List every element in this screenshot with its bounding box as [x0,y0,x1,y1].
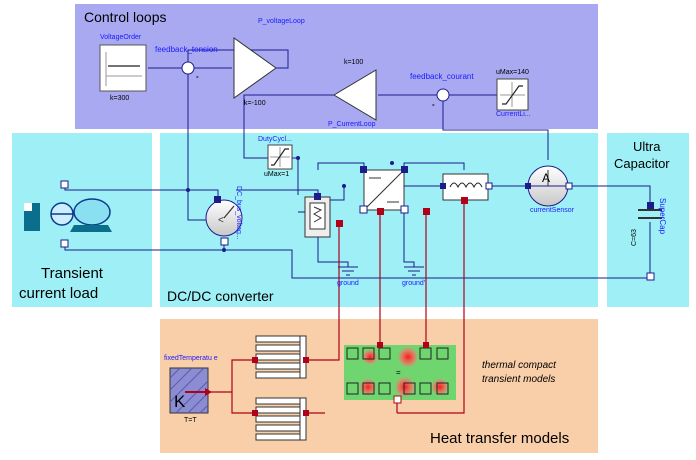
dcdc-converter-block[interactable] [359,166,430,215]
p-voltage-loop-param: k=-100 [244,100,266,107]
control-loops-title: Control loops [84,9,167,25]
ground-2-label: ground' [402,280,426,287]
dcdc-converter-title: DC/DC converter [167,288,274,304]
svg-text:<: < [218,215,224,226]
thermal-model-caption-line2: transient models [482,374,556,385]
transient-load-title-line2: current load [19,285,99,302]
feedback-courant-node[interactable] [436,88,450,102]
feedback-courant-label: feedback_courant [410,72,474,81]
supercap-label: SuperCap [658,198,667,235]
ground-symbol-1 [338,266,358,276]
feedback-tension-minus: - [196,72,199,81]
inductor-block[interactable] [440,173,493,204]
feedback-courant-minus: - [432,100,435,109]
current-limiter-param: uMax=140 [496,69,529,76]
dc-bus-voltage-label: DC_bus_voltag... [235,186,242,240]
junction-dots [186,156,394,252]
heat-sink-bottom[interactable] [255,397,307,441]
ultracapacitor-title-line2: Capacitor [614,156,670,171]
voltage-order-block[interactable] [99,44,147,92]
feedback-tension-label: feedback_tension [155,45,218,54]
ultracapacitor-title-line1: Ultra [633,139,661,154]
chopper-switch-block[interactable] [304,193,343,238]
current-sensor-block[interactable] [525,165,573,207]
voltage-order-label: VoltageOrder [100,34,142,41]
thermal-compact-model-block[interactable] [344,345,456,404]
fixed-temperature-param: T=T [184,417,197,424]
current-sensor-label: currentSensor [530,207,574,214]
thermal-wires [210,200,465,414]
p-current-loop-block[interactable] [333,69,377,121]
voltage-order-param: k=300 [110,95,130,102]
supercap-param: C=63 [631,229,638,246]
thermal-model-caption-line1: thermal compact [482,360,556,371]
p-voltage-loop-label: P_voltageLoop [258,18,305,25]
duty-cycle-label: DutyCycl... [258,136,292,143]
transient-load-block[interactable] [24,180,112,248]
p-voltage-loop-block[interactable] [233,37,277,99]
supercap-block[interactable] [638,202,662,281]
heat-sink-top[interactable] [255,335,307,379]
transient-load-title-line1: Transient [41,265,103,282]
heat-ports [252,342,429,416]
duty-cycle-param: uMax=1 [264,171,290,178]
p-current-loop-param: k=100 [344,59,364,66]
current-limiter-label: CurrentLi... [496,111,531,118]
duty-cycle-limiter-block[interactable] [267,144,293,170]
dc-bus-voltmeter[interactable]: < [205,196,243,246]
ground-1-label: ground [337,280,359,287]
heat-transfer-title: Heat transfer models [430,430,570,447]
feedback-tension-node[interactable] [181,61,195,75]
thermal-model-equals: = [396,368,401,377]
fixed-temperature-label: fixedTemperatu e [164,355,218,362]
control-signal-wires [148,49,549,221]
p-current-loop-label: P_CurrentLoop [328,121,376,128]
fixed-temperature-glyph: K [174,392,186,411]
current-limiter-block[interactable] [496,78,529,111]
current-sensor-glyph: A [542,171,551,185]
fixed-temperature-block[interactable] [169,367,212,414]
ground-symbol-2 [404,266,424,276]
